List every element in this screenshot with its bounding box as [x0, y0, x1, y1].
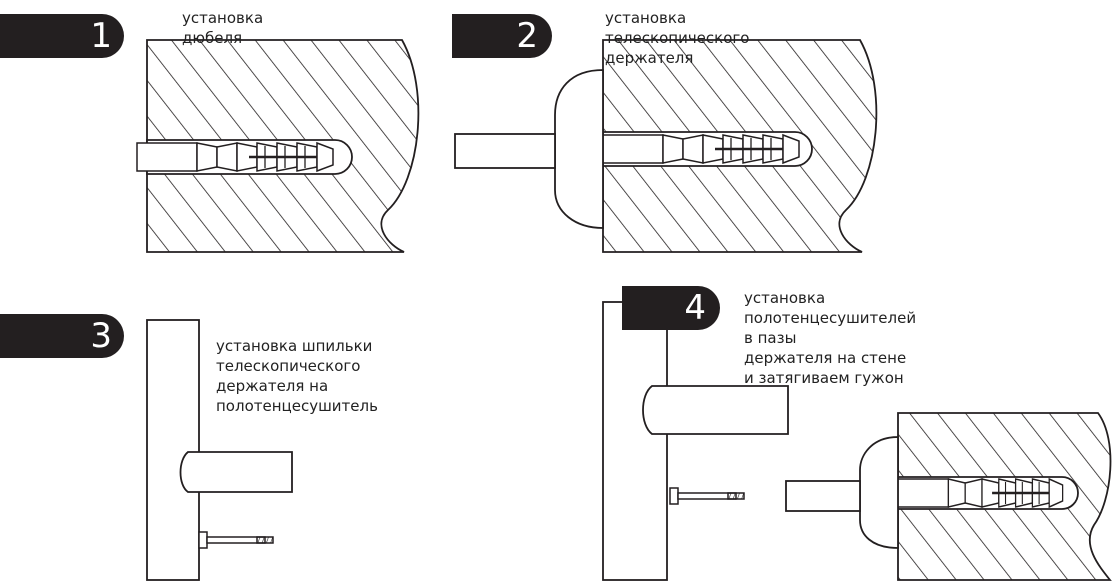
step-number: 1 — [90, 16, 112, 56]
step-number: 4 — [684, 288, 706, 328]
step-1-illustration — [135, 39, 420, 253]
step-4-illustration — [602, 301, 1112, 581]
step-caption: установка полотенцесушителей в пазы держ… — [744, 289, 917, 387]
holder-sleeve — [642, 385, 789, 435]
step-badge: 4 — [622, 286, 720, 330]
step-caption: установка шпильки телескопического держа… — [216, 337, 378, 415]
step-badge: 3 — [0, 314, 126, 358]
step-badge: 1 — [0, 14, 126, 58]
step-caption: установка телескопического держателя — [605, 9, 750, 67]
step-number: 2 — [516, 16, 538, 56]
step-badge: 2 — [452, 14, 552, 58]
step-number: 3 — [90, 316, 112, 356]
holder-rod — [454, 133, 556, 169]
holder-rod — [785, 480, 861, 512]
step-2-illustration — [454, 39, 878, 253]
towel-rail-post — [146, 319, 200, 581]
holder-sleeve — [179, 451, 293, 493]
step-caption: установка дюбеля — [182, 9, 264, 47]
step-3-illustration — [146, 319, 293, 581]
holder-cup — [859, 436, 899, 549]
holder-cup — [554, 69, 604, 229]
towel-rail-post — [602, 301, 668, 581]
